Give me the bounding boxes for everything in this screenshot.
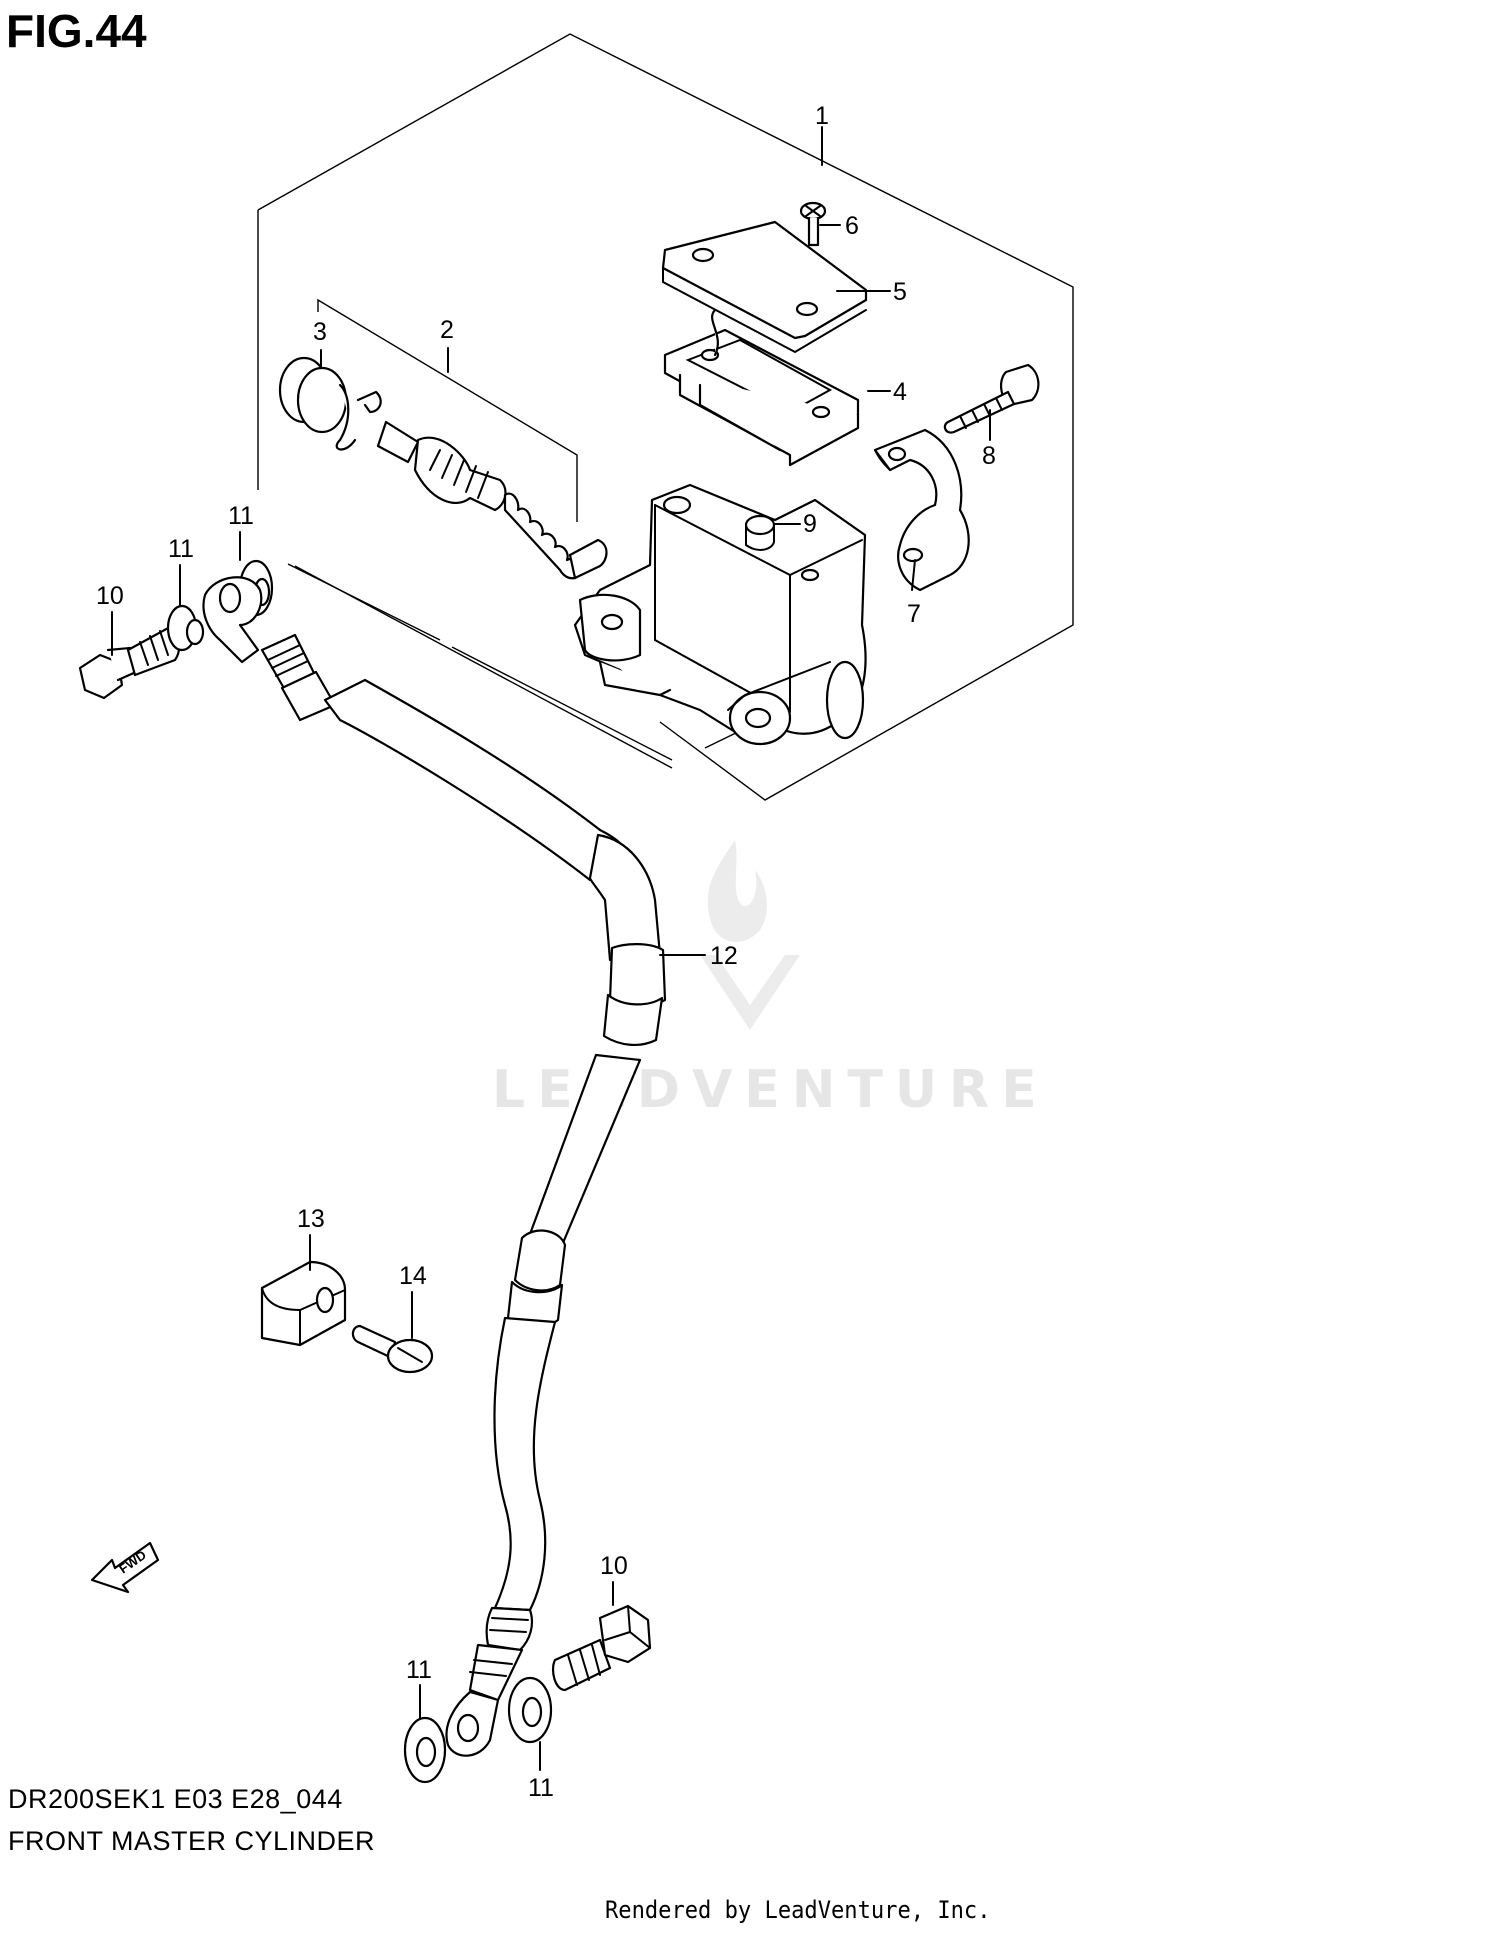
callout-11-lower-left: 11: [406, 1656, 432, 1684]
callout-9: 9: [803, 510, 817, 538]
holder-bolt: [943, 363, 1040, 434]
callout-11-upper-right: 11: [228, 502, 254, 530]
figure-title: FRONT MASTER CYLINDER: [8, 1826, 376, 1856]
assembly-outline: [257, 33, 1074, 801]
piston-set-bracket: [317, 298, 578, 522]
brake-hose: [323, 678, 667, 1652]
callout-10-upper: 10: [96, 582, 124, 610]
callout-2: 2: [440, 316, 454, 344]
leader-lines: [111, 126, 991, 1771]
rendered-by-credit: Rendered by LeadVenture, Inc.: [605, 1896, 991, 1924]
cap-screw: [799, 201, 827, 247]
watermark-logo: [700, 840, 800, 1030]
callout-5: 5: [893, 278, 907, 306]
forward-direction-arrow: FWD: [90, 1541, 160, 1594]
callout-10-lower: 10: [600, 1552, 628, 1580]
master-cylinder-body: [573, 483, 867, 746]
handlebar-holder: [873, 428, 970, 592]
piston-part: [376, 420, 608, 580]
figure-label: FIG.44: [6, 5, 147, 57]
banjo-fitting-upper: [202, 576, 337, 722]
union-bolt-lower: [551, 1604, 652, 1692]
callout-1: 1: [815, 102, 829, 130]
callout-7: 7: [907, 600, 921, 628]
model-code: DR200SEK1 E03 E28_044: [8, 1784, 343, 1814]
gasket-upper-left: [166, 604, 205, 652]
callout-6: 6: [845, 212, 859, 240]
callout-numbers: 1 2 3 4 5 6 7 8 9 10 11 11 12 13 14 10 1…: [96, 102, 996, 1802]
gasket-lower-left: [403, 1716, 447, 1784]
hose-clamp: [260, 1260, 347, 1347]
callout-4: 4: [893, 378, 907, 406]
callout-11-upper-left: 11: [168, 535, 194, 563]
gasket-lower-right: [507, 1676, 553, 1744]
callout-3: 3: [313, 318, 327, 346]
callout-8: 8: [982, 442, 996, 470]
banjo-fitting-lower: [445, 1643, 524, 1757]
reservoir-cap: [661, 220, 868, 354]
callout-11-lower-right: 11: [528, 1774, 554, 1802]
reservoir-diaphragm: [663, 308, 860, 467]
callout-14: 14: [399, 1262, 427, 1290]
boot-part: [278, 356, 382, 451]
callout-12: 12: [710, 942, 738, 970]
union-bolt-upper: [78, 625, 181, 700]
clamp-screw: [351, 1324, 434, 1374]
callout-13: 13: [297, 1205, 325, 1233]
